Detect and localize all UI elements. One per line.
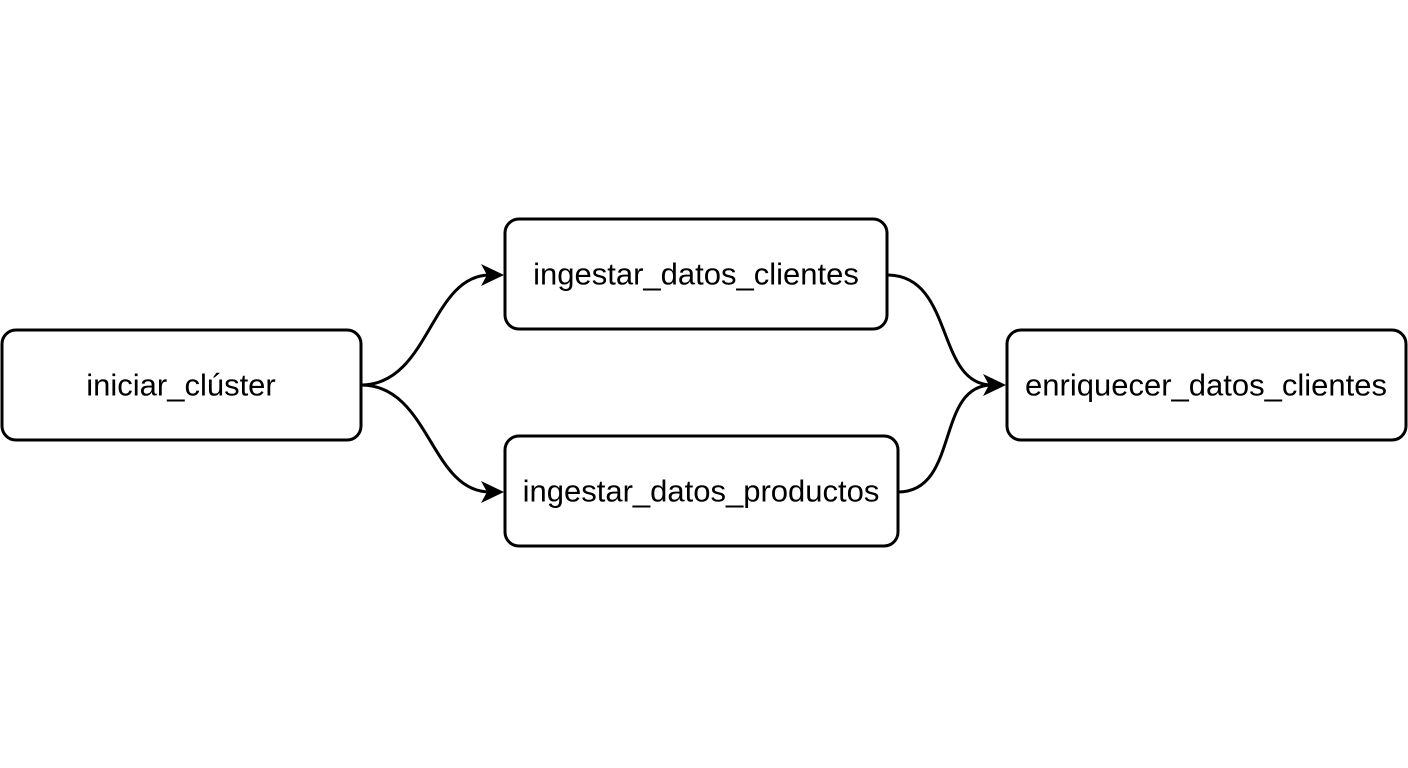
node-ingestar-datos-clientes[interactable]: ingestar_datos_clientes (503, 217, 889, 331)
node-label: ingestar_datos_clientes (533, 257, 859, 292)
edge-start-to-ingest-customers (360, 273, 491, 387)
arrow-head-enrich (983, 374, 1006, 396)
node-label: enriquecer_datos_clientes (1025, 368, 1387, 403)
node-ingestar-datos-productos[interactable]: ingestar_datos_productos (503, 434, 900, 548)
edge-ingest-products-to-enrich (897, 383, 993, 494)
edge-ingest-customers-to-enrich (886, 273, 993, 387)
node-iniciar-cluster[interactable]: iniciar_clúster (0, 328, 363, 442)
edges (360, 264, 1006, 503)
edge-start-to-ingest-products (360, 383, 491, 494)
arrow-head-ingest-customers (481, 264, 504, 286)
node-enriquecer-datos-clientes[interactable]: enriquecer_datos_clientes (1005, 328, 1408, 442)
node-label: iniciar_clúster (86, 368, 276, 403)
arrow-head-ingest-products (481, 481, 504, 503)
node-label: ingestar_datos_productos (523, 474, 880, 509)
